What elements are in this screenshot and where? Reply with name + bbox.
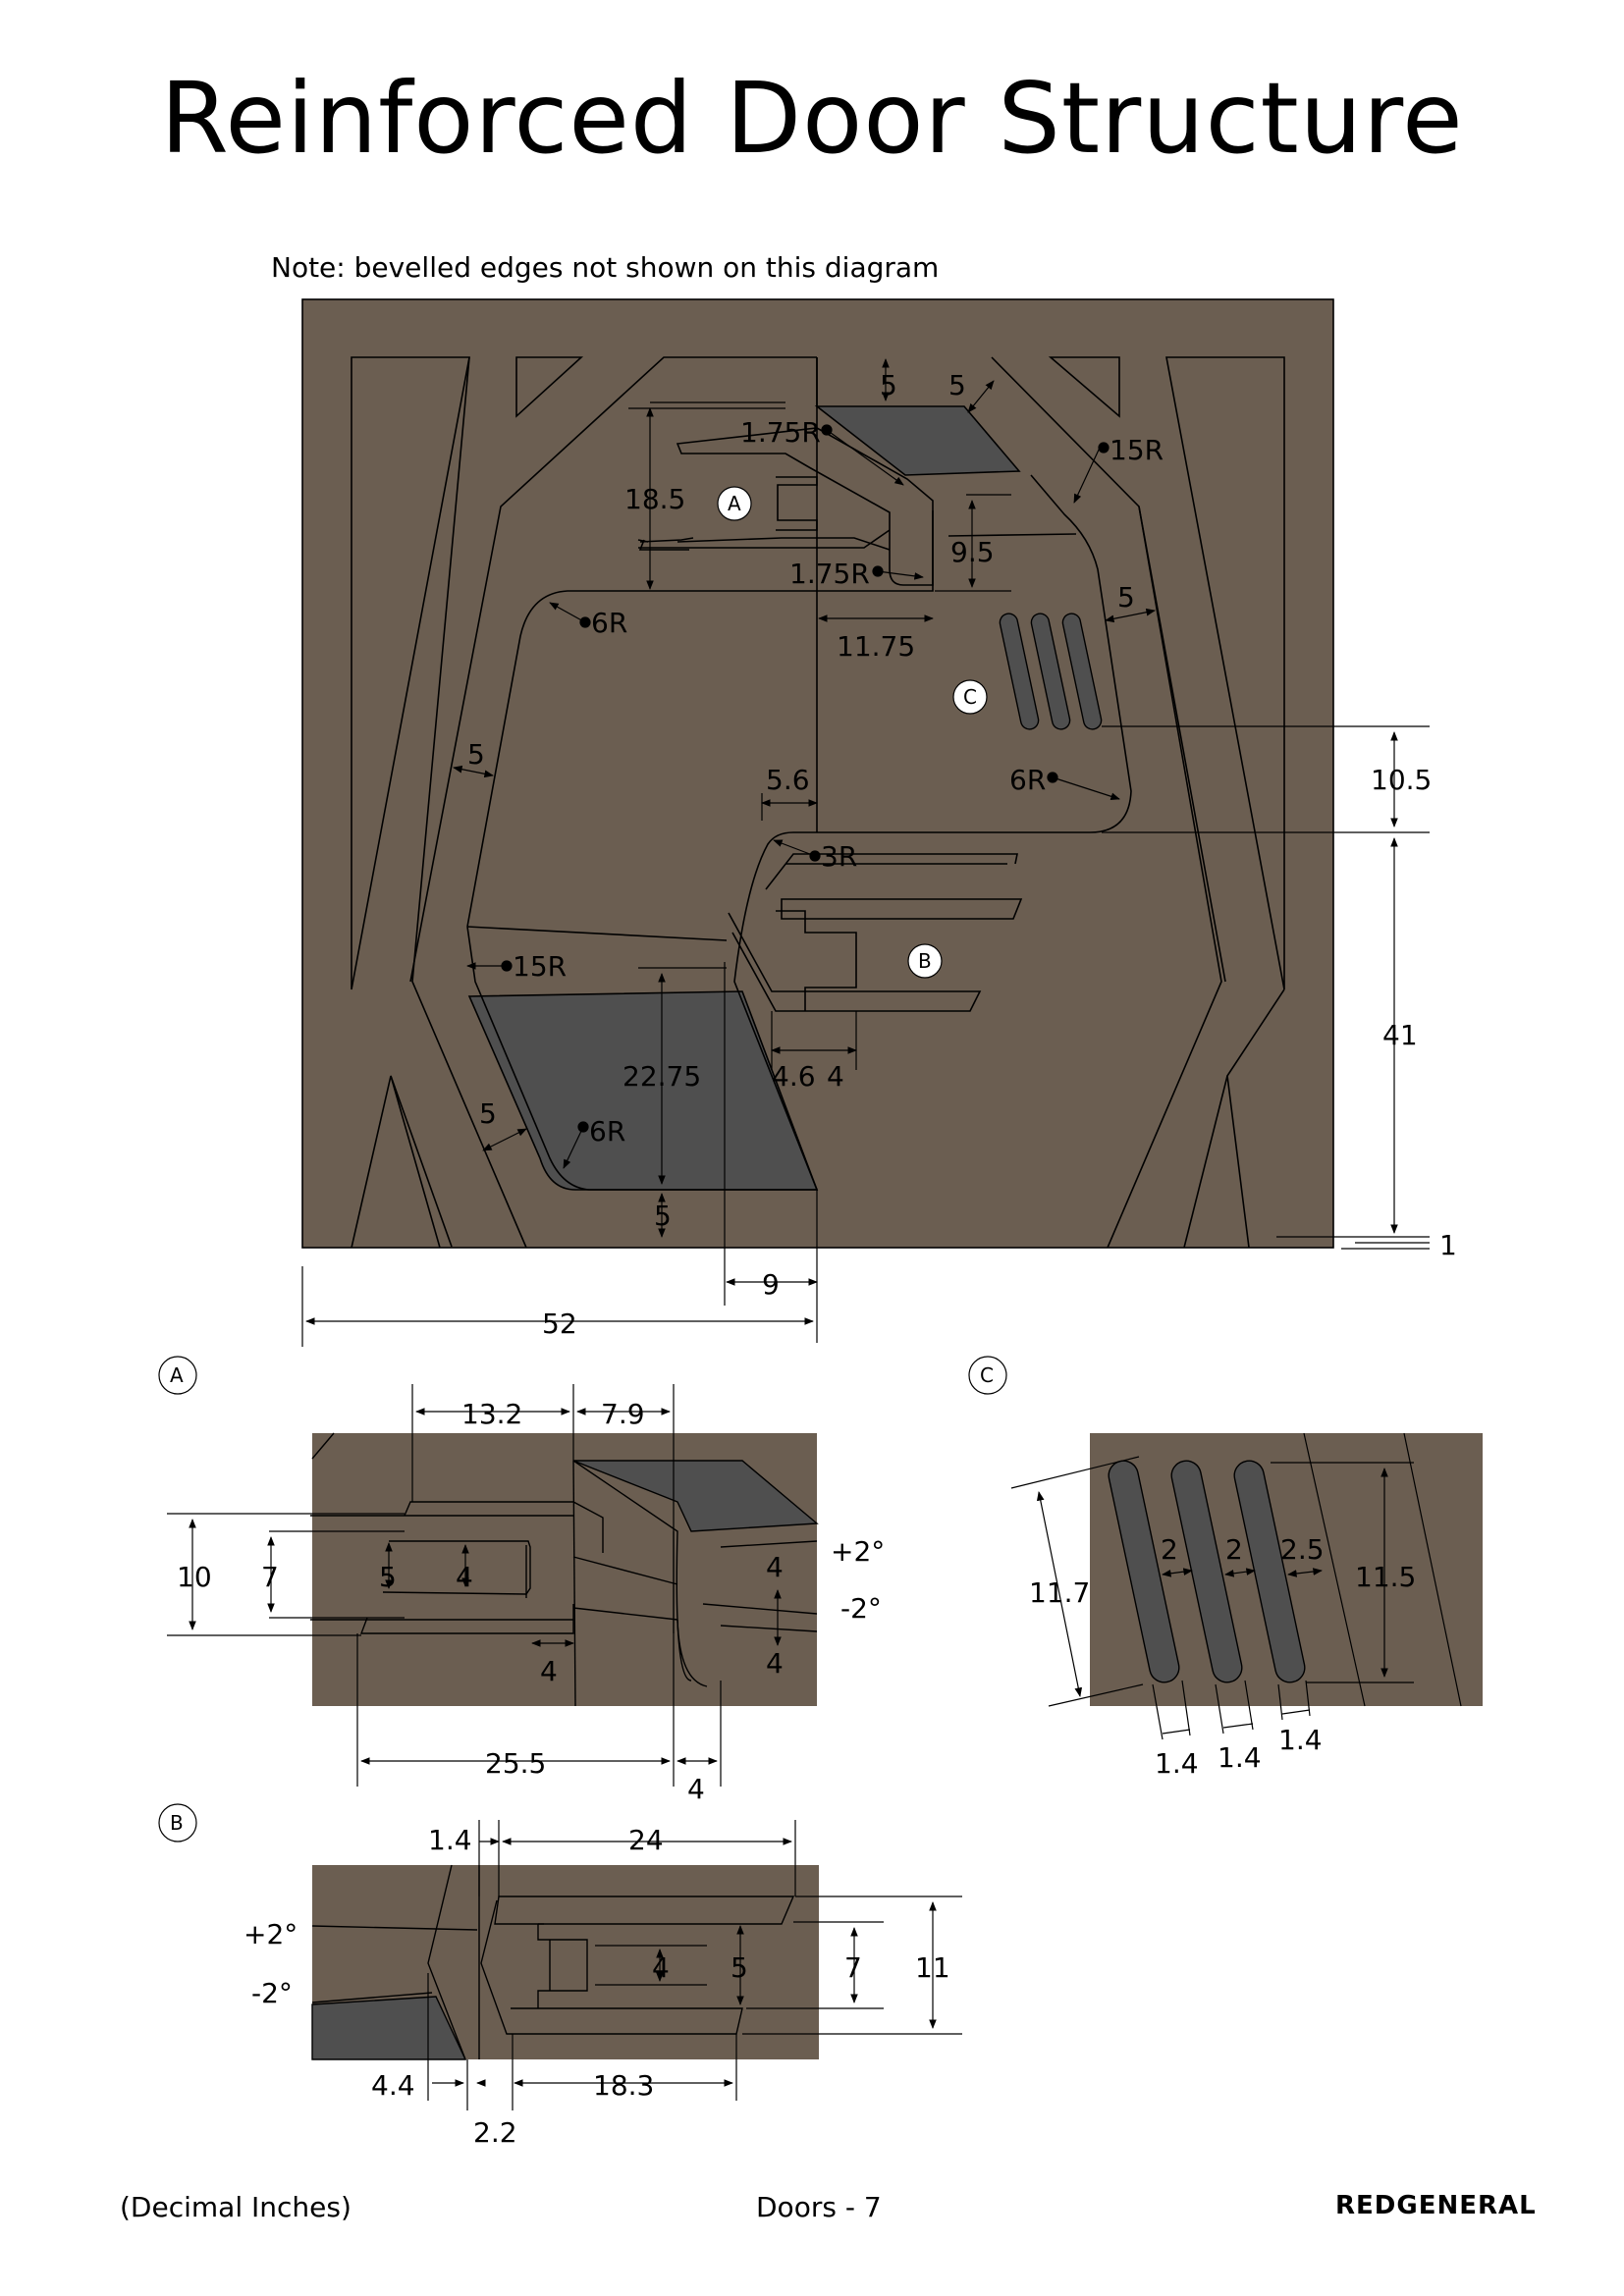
dim-4: 4 (766, 1647, 784, 1680)
dim-5: 5 (479, 1097, 497, 1130)
dim-7: 7 (261, 1561, 279, 1593)
dim-7: 7 (844, 1951, 862, 1984)
dim-5: 5 (1117, 581, 1135, 614)
dim-2: 2 (1161, 1533, 1178, 1566)
svg-text:A: A (170, 1363, 184, 1387)
dim-18-5: 18.5 (624, 483, 685, 515)
dim-5: 5 (731, 1951, 748, 1984)
svg-text:A: A (728, 492, 741, 515)
dim-radius: 6R (591, 607, 627, 639)
dim-radius: 3R (821, 840, 857, 873)
dim-radius: 15R (513, 950, 567, 983)
dim-radius: 6R (1009, 764, 1046, 796)
angle-minus: -2° (251, 1977, 293, 2009)
svg-text:C: C (963, 685, 977, 709)
dim-5: 5 (379, 1561, 397, 1593)
dim-4: 4 (652, 1951, 670, 1984)
angle-plus: +2° (831, 1535, 885, 1568)
dim-52: 52 (542, 1308, 577, 1340)
dim-4: 4 (687, 1773, 705, 1805)
dim-1-4: 1.4 (1218, 1741, 1262, 1774)
dim-radius: 1.75R (789, 558, 870, 590)
page-number: Doors - 7 (756, 2191, 882, 2223)
radius-leaders (466, 424, 1120, 1169)
dim-11-75: 11.75 (837, 630, 915, 663)
units-label: (Decimal Inches) (120, 2191, 352, 2223)
main-dimension-labels: 5 5 1.75R 15R 18.5 9.5 1.75R 6R 11.75 5 … (467, 369, 1457, 1340)
svg-text:B: B (170, 1811, 184, 1835)
main-dimension-lines (301, 358, 1430, 1347)
dim-4: 4 (540, 1655, 558, 1687)
detail-a: A (158, 1356, 885, 1805)
brand-logo: REDGENERAL (1335, 2191, 1537, 2220)
callout-a-marker: A (717, 486, 752, 521)
dim-1-4: 1.4 (428, 1824, 472, 1856)
dim-11: 11 (915, 1951, 950, 1984)
detail-b: B (158, 1803, 962, 2149)
dim-1-4: 1.4 (1278, 1724, 1323, 1756)
dim-1-4: 1.4 (1155, 1747, 1199, 1780)
svg-text:C: C (980, 1363, 994, 1387)
dim-5-6: 5.6 (766, 764, 810, 796)
dim-7-9: 7.9 (601, 1398, 645, 1430)
dim-radius: 15R (1110, 434, 1164, 466)
dim-10: 10 (177, 1561, 212, 1593)
callout-b-marker: B (907, 943, 943, 979)
dim-radius: 6R (589, 1115, 625, 1148)
dim-13-2: 13.2 (461, 1398, 522, 1430)
dim-4: 4 (766, 1551, 784, 1583)
dim-2: 2 (1225, 1533, 1243, 1566)
detail-c: C 11.7 (968, 1356, 1483, 1780)
dim-5: 5 (654, 1200, 672, 1232)
dim-4: 4 (827, 1060, 844, 1093)
dim-9-5: 9.5 (950, 536, 995, 568)
dim-4-4: 4.4 (371, 2069, 415, 2102)
dim-9: 9 (762, 1268, 780, 1301)
dim-4: 4 (456, 1561, 473, 1593)
dim-10-5: 10.5 (1371, 764, 1432, 796)
dim-25-5: 25.5 (485, 1747, 546, 1780)
angle-plus: +2° (244, 1918, 298, 1950)
dim-5: 5 (948, 369, 966, 401)
dim-1: 1 (1439, 1229, 1457, 1261)
vent-slots (999, 613, 1103, 730)
dim-18-3: 18.3 (593, 2069, 654, 2102)
dim-2-2: 2.2 (473, 2116, 517, 2149)
dim-5: 5 (880, 369, 897, 401)
angle-minus: -2° (840, 1592, 882, 1625)
dim-11-5: 11.5 (1355, 1561, 1416, 1593)
dim-41: 41 (1382, 1019, 1418, 1051)
diagram-note: Note: bevelled edges not shown on this d… (271, 251, 940, 284)
dim-radius: 1.75R (740, 416, 821, 449)
dim-4-6: 4.6 (772, 1060, 816, 1093)
dim-11-7: 11.7 (1029, 1576, 1090, 1609)
dim-22-75: 22.75 (623, 1060, 701, 1093)
callout-c-marker: C (952, 679, 988, 715)
dim-2-5: 2.5 (1280, 1533, 1325, 1566)
dim-5: 5 (467, 738, 485, 771)
svg-text:B: B (918, 949, 932, 973)
page-title: Reinforced Door Structure (160, 61, 1464, 176)
dim-24: 24 (628, 1824, 664, 1856)
